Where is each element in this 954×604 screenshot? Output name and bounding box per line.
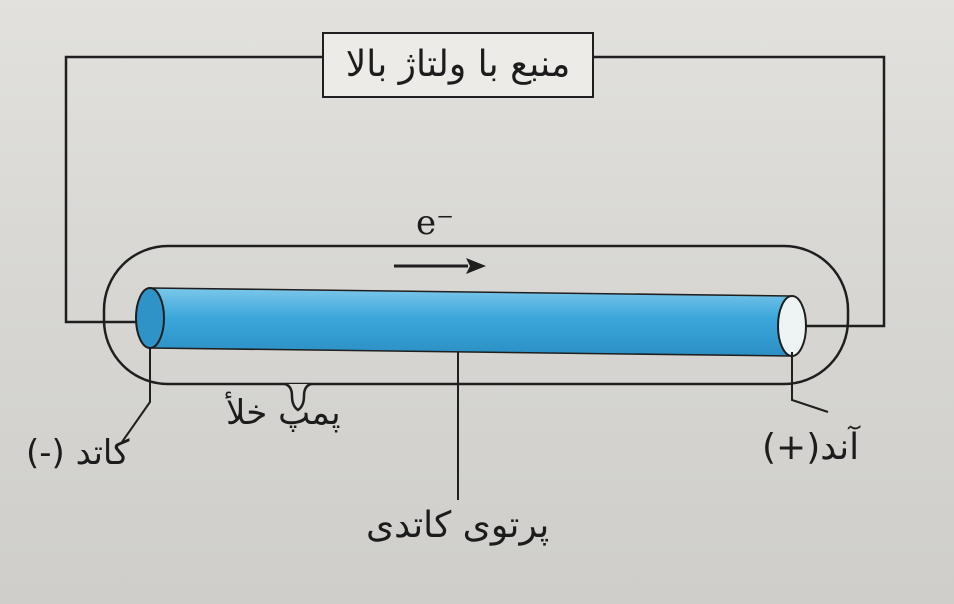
anode-label: آند(+): [762, 427, 860, 468]
anode-disc: [777, 295, 807, 357]
electron-label: e⁻: [416, 203, 455, 243]
glass-tube: [102, 244, 850, 386]
power-source-label: منبع با ولتاژ بالا: [322, 32, 594, 98]
cathode-ray-beam: [135, 287, 807, 357]
cathode-leader-line: [121, 348, 151, 443]
cathode-disc: [135, 287, 165, 349]
vacuum-pump-label: پمپ خلأ: [226, 393, 341, 433]
cathode-label: کاتد (-): [26, 433, 130, 473]
cathode-ray-label: پرتوی کاتدی: [366, 505, 550, 546]
anode-leader-line: [791, 352, 829, 413]
electron-arrow: [394, 258, 486, 274]
circuit-wire: [64, 55, 886, 328]
vacuum-pump-port: [284, 382, 312, 412]
